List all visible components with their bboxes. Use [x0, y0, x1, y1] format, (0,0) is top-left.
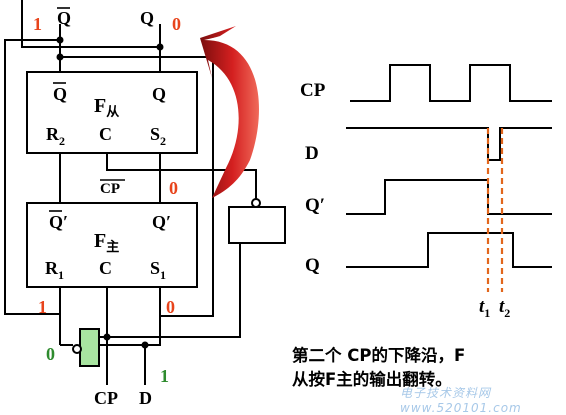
- slave-qbar-label: Q: [53, 84, 67, 104]
- d-value: 1: [160, 366, 169, 386]
- master-name-sub: 主: [106, 239, 119, 255]
- junction-dot: [156, 43, 164, 51]
- slave-flipflop-box: [26, 71, 198, 154]
- master-q-main: Q: [152, 212, 166, 232]
- input-gate: [79, 328, 100, 367]
- top-qbar-label: Q: [57, 8, 71, 28]
- junction-dots: [56, 36, 164, 349]
- master-r-main: R: [45, 258, 59, 278]
- d-waveform: [346, 127, 552, 161]
- t1-main: t: [479, 296, 485, 317]
- slave-s-sub: 2: [160, 134, 166, 148]
- caption: 第二个 CP的下降沿，F 从按F主的输出翻转。: [292, 344, 562, 392]
- cp-bar-label: CP: [100, 181, 120, 197]
- gate-input-bubble: [72, 344, 82, 354]
- master-r-label: R1: [45, 258, 64, 282]
- wire-q-feedback-right: [60, 56, 214, 317]
- t2-main: t: [499, 296, 505, 317]
- flip-arrow: [200, 26, 259, 198]
- t1-sub: 1: [484, 306, 490, 320]
- wave-cp-label: CP: [300, 80, 326, 101]
- master-q-label: Q′: [152, 212, 171, 232]
- inverter-box: [228, 206, 286, 244]
- slave-r-label: R2: [46, 124, 65, 148]
- slave-s-label: S2: [150, 124, 166, 148]
- q-waveform: [346, 232, 552, 268]
- wire-inverter-in: [107, 243, 241, 338]
- slave-name-sub: 从: [106, 105, 119, 120]
- s1-value: 0: [166, 297, 175, 317]
- master-qbar-main: Q: [49, 212, 63, 232]
- slave-name: F从: [94, 95, 119, 120]
- bottom-d-label: D: [139, 388, 152, 408]
- watermark: 电子技术资料网 www.520101.com: [400, 386, 522, 415]
- wire-qbar-feedback: [4, 39, 60, 315]
- wave-d-label: D: [305, 143, 319, 164]
- slave-c-label: C: [99, 124, 112, 144]
- junction-dot: [141, 341, 149, 349]
- master-name-main: F: [94, 230, 106, 252]
- master-qbar-prime: ′: [63, 212, 68, 232]
- junction-dot: [103, 333, 111, 341]
- wave-qp-label: Q′: [305, 195, 325, 216]
- t2-sub: 2: [504, 306, 510, 320]
- slave-s-main: S: [150, 124, 160, 144]
- inverter-bubble: [251, 198, 261, 208]
- time-marker-lines: [486, 128, 504, 292]
- top-q-label: Q: [140, 8, 154, 28]
- slave-name-main: F: [94, 95, 106, 117]
- t1-label: t1: [479, 296, 490, 320]
- slave-r-main: R: [46, 124, 60, 144]
- wave-q-label: Q: [305, 255, 320, 276]
- cp-bar-value: 0: [169, 178, 178, 198]
- junction-dot: [56, 36, 64, 44]
- waveforms: [346, 64, 552, 268]
- master-s-sub: 1: [160, 268, 166, 282]
- master-r-sub: 1: [58, 268, 64, 282]
- master-q-prime: ′: [166, 212, 171, 232]
- junction-dot: [56, 53, 64, 61]
- qprime-waveform: [346, 179, 552, 215]
- top-q-value: 0: [172, 14, 181, 34]
- bottom-cp-label: CP: [94, 388, 118, 408]
- master-c-label: C: [99, 258, 112, 278]
- top-qbar-value: 1: [33, 14, 42, 34]
- gate-input-value: 0: [46, 344, 55, 364]
- slave-q-label: Q: [152, 84, 166, 104]
- slave-r-sub: 2: [59, 134, 65, 148]
- r1-value: 1: [38, 297, 47, 317]
- t2-label: t2: [499, 296, 510, 320]
- wire-q-feedback: [21, 0, 160, 48]
- master-s-label: S1: [150, 258, 166, 282]
- wire-s1-to-d: [144, 320, 161, 385]
- caption-line-1: 第二个 CP的下降沿，F: [292, 346, 466, 365]
- master-qbar-label: Q′: [49, 212, 68, 232]
- master-flipflop-box: [26, 202, 198, 288]
- wire-slave-c: [106, 153, 257, 200]
- master-s-main: S: [150, 258, 160, 278]
- caption-line-2: 从按F主的输出翻转。: [292, 370, 452, 389]
- cp-waveform: [350, 64, 552, 102]
- master-name: F主: [94, 230, 119, 255]
